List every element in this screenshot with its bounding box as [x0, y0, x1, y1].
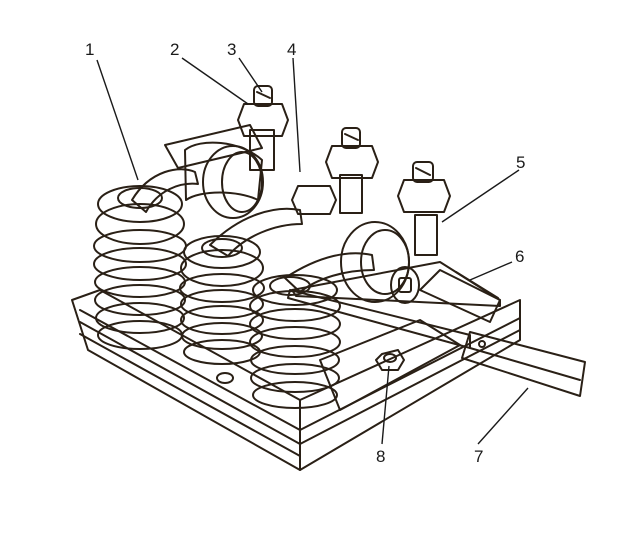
- valve-spring-front: [249, 274, 341, 409]
- adjusting-screw-3: [397, 161, 451, 256]
- callout-labels: 1 2 3 4 5 6 7 8: [85, 40, 525, 466]
- callout-1: 1: [85, 40, 94, 59]
- rocker-arm-3: [284, 221, 420, 304]
- callout-2: 2: [170, 40, 179, 59]
- adjusting-screw-2: [291, 127, 379, 215]
- cover-nut: [375, 349, 405, 371]
- callout-8: 8: [376, 447, 385, 466]
- callout-7: 7: [474, 447, 483, 466]
- callout-4: 4: [287, 40, 296, 59]
- adjusting-screw-1: [237, 85, 289, 171]
- rocker-arm-1: [131, 168, 199, 213]
- feeler-gauge: [291, 261, 501, 307]
- callout-3: 3: [227, 40, 236, 59]
- rocker-shaft: [164, 124, 264, 219]
- rocker-arm-2: [209, 207, 303, 257]
- screwdriver: [287, 289, 586, 397]
- leader-lines: [96, 57, 529, 445]
- callout-5: 5: [516, 153, 525, 172]
- callout-6: 6: [515, 247, 524, 266]
